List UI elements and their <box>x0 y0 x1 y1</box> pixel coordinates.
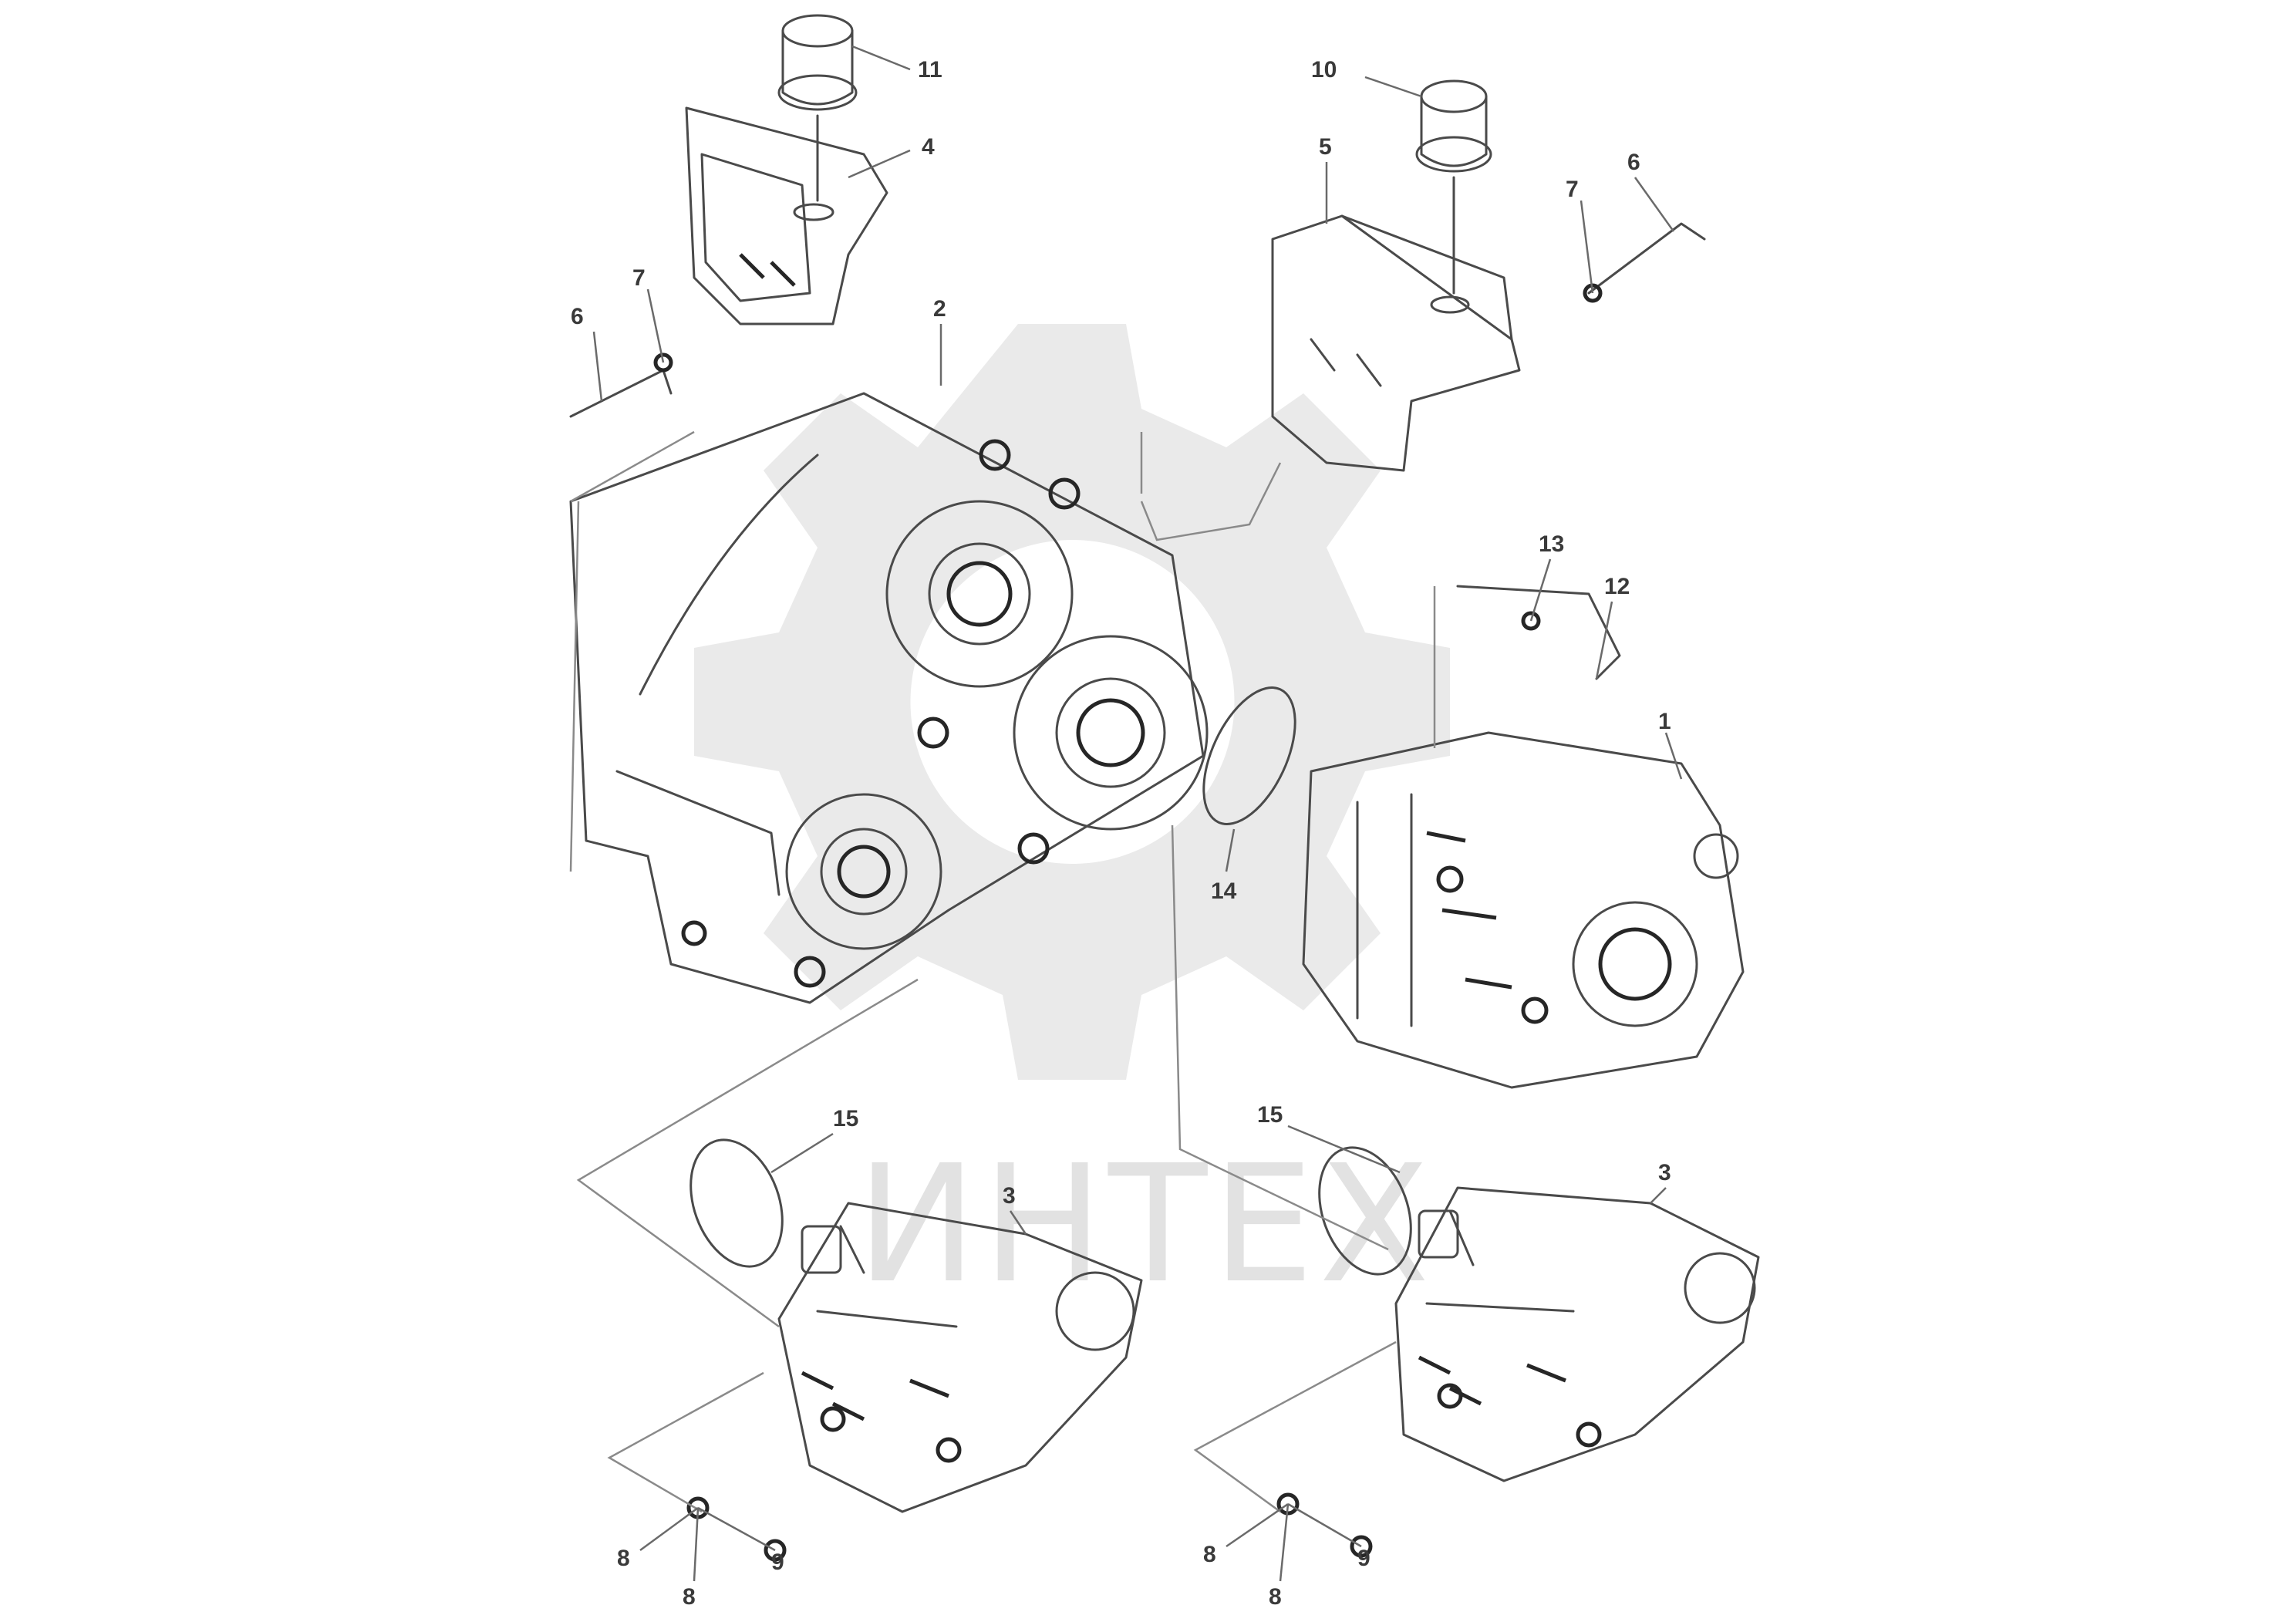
assembly-guide-lines <box>569 430 1436 1513</box>
callout-13: 13 <box>1539 531 1564 557</box>
callout-3-right: 3 <box>1658 1160 1671 1185</box>
callout-6-left: 6 <box>571 304 584 329</box>
o-ring-14 <box>1202 686 1296 825</box>
callout-8-left-b: 8 <box>683 1584 696 1610</box>
callout-14: 14 <box>1211 878 1237 904</box>
callout-numbers: 11 4 7 6 2 10 5 7 6 13 12 1 14 15 15 3 3… <box>571 57 1671 1610</box>
leader-lines <box>592 45 1683 1582</box>
callout-9-left: 9 <box>771 1549 784 1575</box>
hydraulic-pump-3-left <box>777 1202 1143 1513</box>
hydraulic-pump-3-right <box>1394 1186 1760 1482</box>
callout-5: 5 <box>1319 134 1332 160</box>
callout-15-left: 15 <box>833 1106 858 1131</box>
o-ring-15-left <box>689 1138 784 1268</box>
watermark-gear-logo <box>694 324 1450 1080</box>
callout-15-right: 15 <box>1257 1102 1283 1128</box>
watermark-gear-icon <box>694 324 1450 1080</box>
callout-8-right-a: 8 <box>1203 1542 1216 1567</box>
callout-4: 4 <box>922 134 935 160</box>
mount-bracket-left <box>685 14 888 325</box>
callout-10: 10 <box>1311 57 1337 83</box>
callout-3-left: 3 <box>1003 1183 1016 1209</box>
watermark-text: ИНТЕХ <box>856 1130 1435 1319</box>
callout-8-left-a: 8 <box>617 1546 630 1571</box>
callout-8-right-b: 8 <box>1269 1584 1282 1610</box>
callout-9-right: 9 <box>1357 1546 1371 1571</box>
callout-1: 1 <box>1658 709 1671 734</box>
hydraulic-pump-1 <box>1302 731 1745 1089</box>
callout-6-right: 6 <box>1627 150 1640 175</box>
bracket-small-right <box>1456 585 1621 680</box>
callout-12: 12 <box>1604 574 1630 599</box>
bolt-set-upper-right <box>1583 222 1706 303</box>
bolt-set-upper-left <box>569 352 673 418</box>
callout-7-left: 7 <box>632 265 646 291</box>
callout-11: 11 <box>918 57 942 83</box>
callout-7-right: 7 <box>1566 177 1579 202</box>
callout-2: 2 <box>933 296 946 322</box>
pump-gearbox-housing <box>569 392 1209 1004</box>
